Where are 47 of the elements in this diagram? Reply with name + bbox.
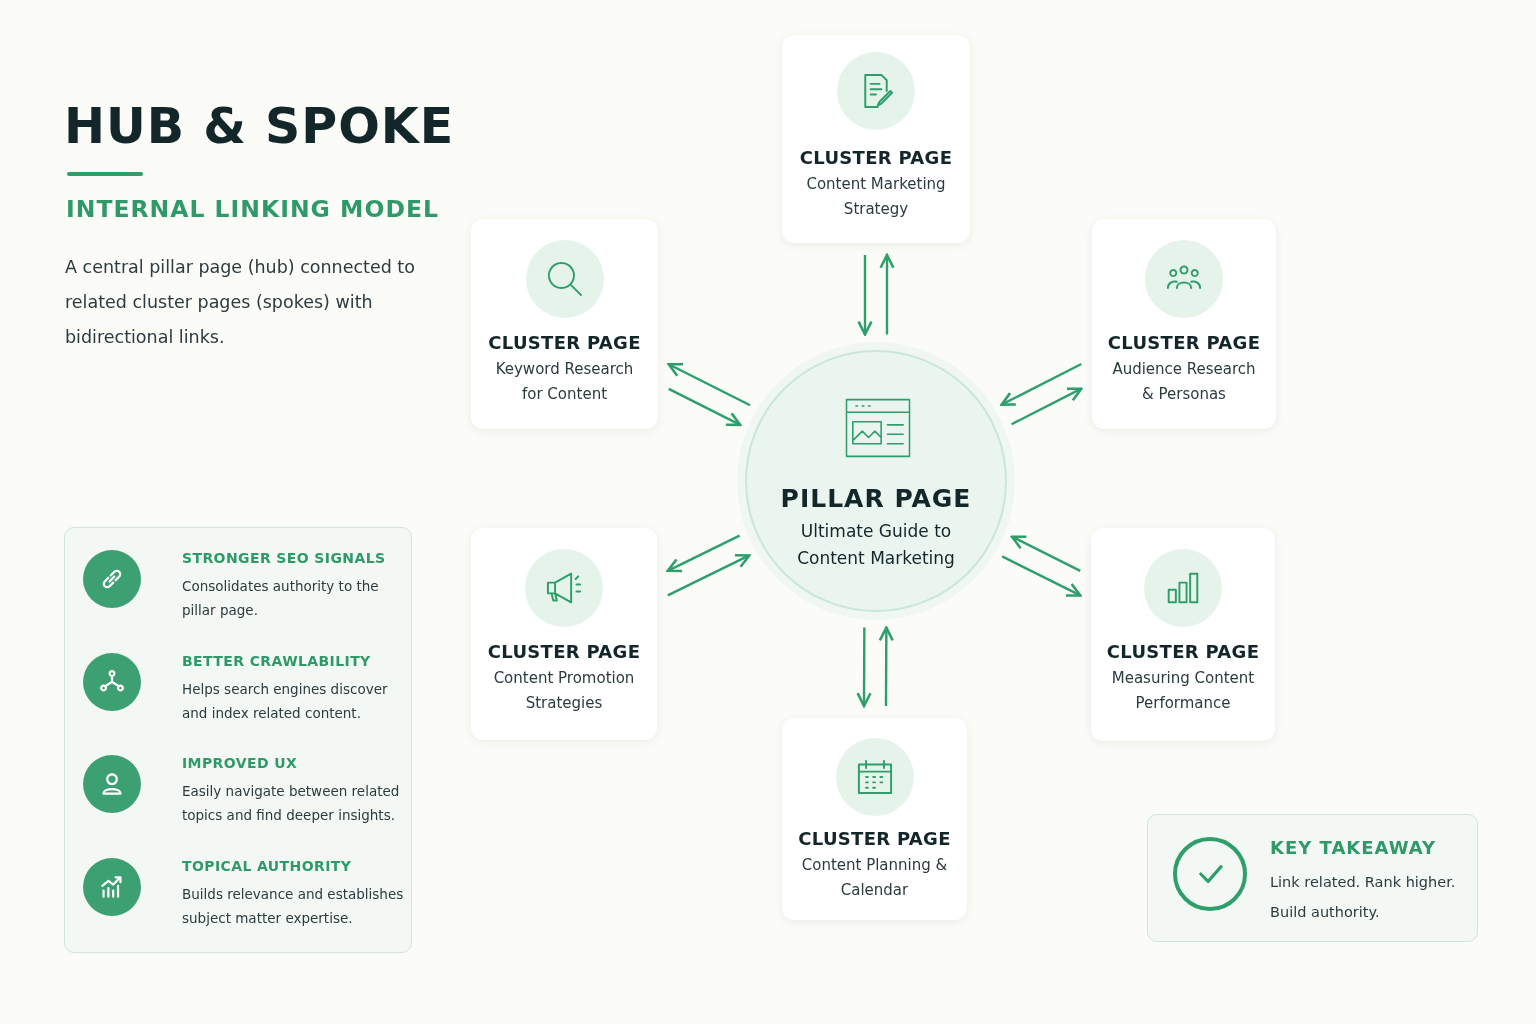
arrow <box>667 362 751 407</box>
arrow <box>878 626 894 706</box>
title: HUB & SPOKE <box>64 98 455 155</box>
card-description: Measuring Content Performance <box>1110 668 1256 714</box>
card-description: Audience Research & Personas <box>1111 359 1257 405</box>
benefit-heading: BETTER CRAWLABILITY <box>182 653 371 669</box>
cluster-card <box>782 35 970 243</box>
arrow <box>1000 362 1082 406</box>
benefit-heading: IMPROVED UX <box>182 755 298 771</box>
card-heading: CLUSTER PAGE <box>797 828 952 849</box>
card-heading: CLUSTER PAGE <box>798 147 954 168</box>
arrow <box>1011 387 1083 426</box>
arrow <box>879 253 895 335</box>
card-description: Content Planning & Calendar <box>800 855 949 901</box>
arrow <box>666 534 741 573</box>
card-description: Content Marketing Strategy <box>805 174 947 220</box>
cluster-card <box>1092 219 1276 429</box>
takeaway-heading: KEY TAKEAWAY <box>1270 837 1437 859</box>
arrow <box>856 627 872 708</box>
arrow <box>667 554 751 597</box>
benefit-description: Consolidates authority to the pillar page. <box>182 577 380 620</box>
benefits-panel <box>64 527 412 953</box>
cluster-card <box>471 528 657 740</box>
benefit-heading: TOPICAL AUTHORITY <box>182 858 352 874</box>
description: A central pillar page (hub) connected to related cluster pages (spokes) with bidirectional links. <box>65 256 416 349</box>
card-heading: CLUSTER PAGE <box>487 332 642 353</box>
takeaway-card <box>1147 814 1478 942</box>
arrow <box>1001 555 1082 597</box>
takeaway-text: Link related. Rank higher. Build authority. <box>1270 873 1457 922</box>
arrow <box>857 255 873 336</box>
benefit-description: Easily navigate between related topics and find deeper insights. <box>182 782 401 825</box>
subtitle: INTERNAL LINKING MODEL <box>66 195 440 223</box>
cluster-card <box>1091 528 1275 741</box>
card-heading: CLUSTER PAGE <box>486 641 642 662</box>
benefit-heading: STRONGER SEO SIGNALS <box>182 550 386 566</box>
benefit-description: Builds relevance and establishes subject matter expertise. <box>182 885 405 928</box>
cluster-card <box>471 219 658 429</box>
pillar-description: Ultimate Guide to Content Marketing <box>796 520 956 570</box>
cluster-card <box>782 718 967 920</box>
card-heading: CLUSTER PAGE <box>1106 332 1262 353</box>
benefit-description: Helps search engines discover and index related content. <box>182 680 389 723</box>
arrow <box>1010 535 1081 572</box>
card-heading: CLUSTER PAGE <box>1105 641 1261 662</box>
card-description: Content Promotion Strategies <box>492 668 636 714</box>
pillar-heading: PILLAR PAGE <box>779 484 973 514</box>
card-description: Keyword Research for Content <box>494 359 635 405</box>
arrow <box>668 387 742 427</box>
